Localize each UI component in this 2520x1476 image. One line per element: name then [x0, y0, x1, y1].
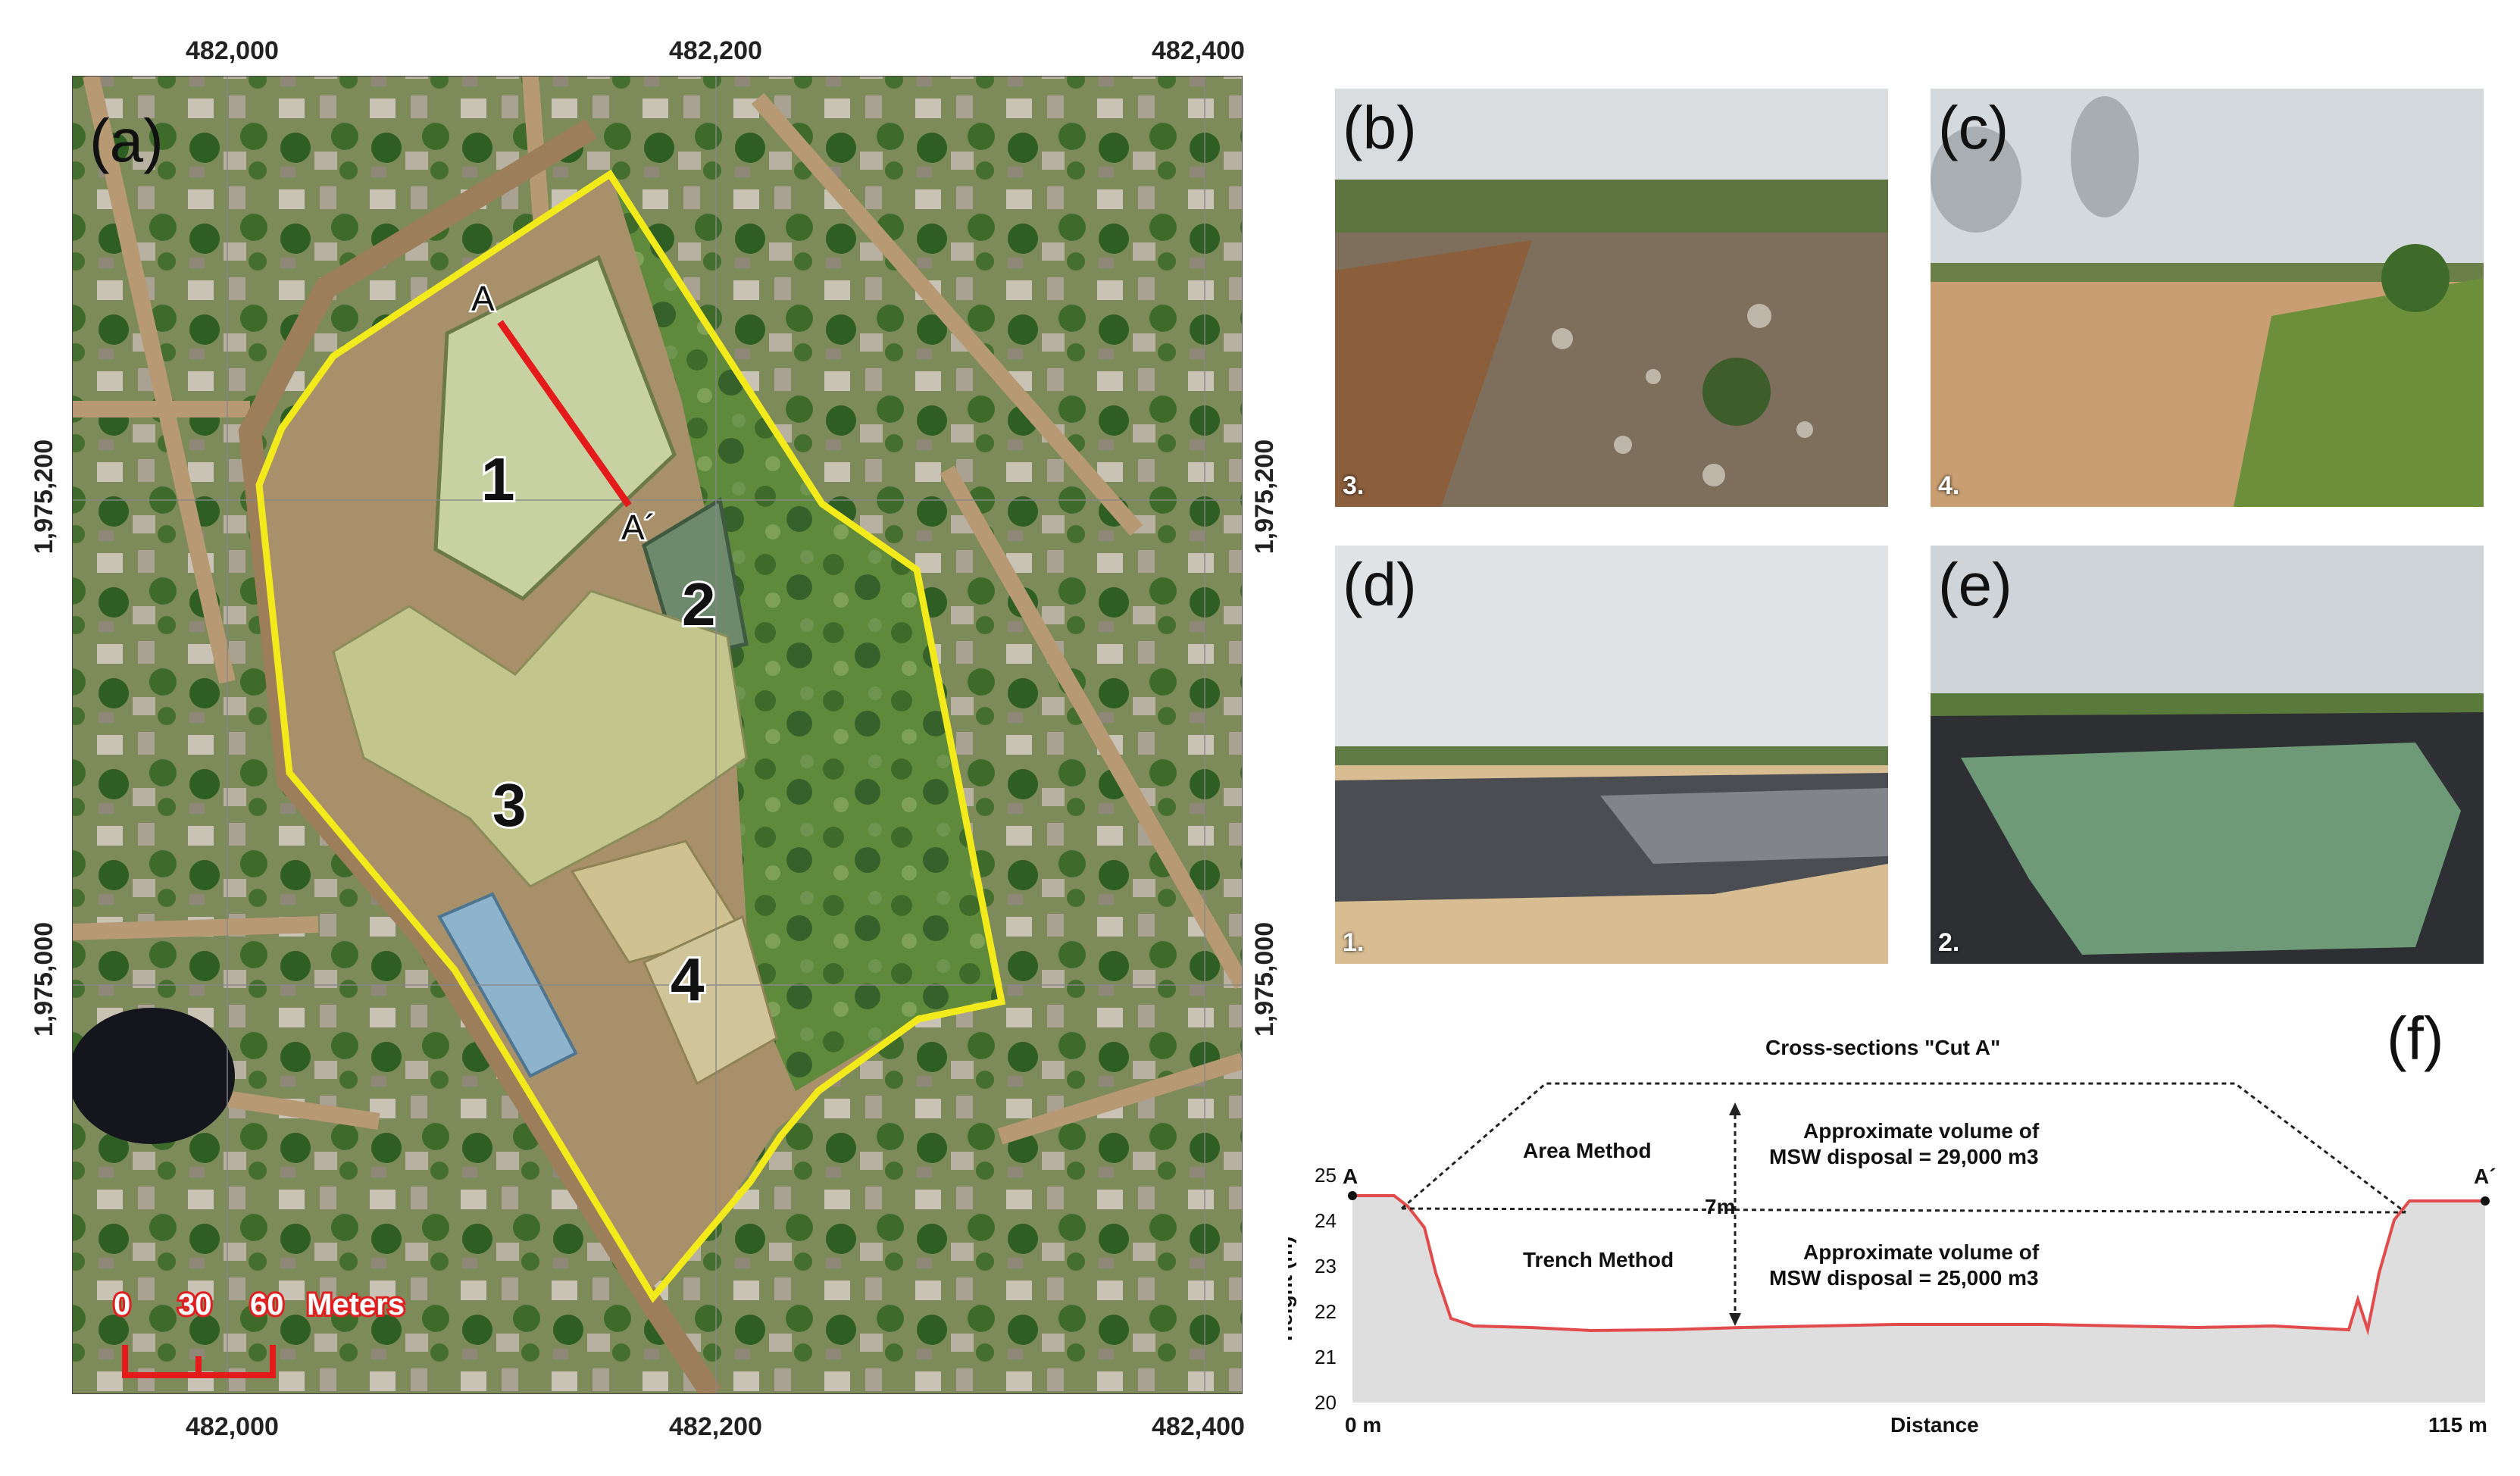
photo-b-label: (b) [1343, 94, 1417, 161]
area-volume-line1: Approximate volume of [1803, 1119, 2040, 1143]
cell-4b [643, 915, 778, 1086]
photo-c: (c) 4. [1931, 89, 2484, 507]
x-end-label: 115 m [2428, 1413, 2487, 1437]
y-tick-23: 23 [1315, 1255, 1337, 1277]
site-label-1: 1 [481, 446, 515, 513]
cell-1 [433, 255, 677, 602]
point-a-prime-label: A´ [621, 508, 656, 547]
photo-c-image [1931, 89, 2484, 507]
photo-e: (e) 2. [1931, 546, 2484, 964]
x-axis-label: Distance [1890, 1413, 1979, 1437]
profile-ground-fill [1352, 1196, 2485, 1403]
left-y-label-2: 1,975,000 [30, 921, 59, 1037]
map-panel: 482,000 482,200 482,400 482,000 482,200 … [30, 36, 1280, 1441]
area-method-label: Area Method [1523, 1139, 1652, 1162]
bottom-x-label-2: 482,200 [669, 1412, 762, 1441]
site-label-4: 4 [671, 946, 705, 1013]
photo-b: (b) 3. [1335, 89, 1888, 507]
photo-d-image [1335, 546, 1888, 964]
point-a-label: A [471, 279, 495, 318]
depth-arrow-head-bottom [1729, 1313, 1741, 1326]
photo-e-image [1931, 546, 2484, 964]
right-y-label-1: 1,975,200 [1250, 439, 1280, 555]
scale-unit: Meters [307, 1288, 405, 1321]
scale-bar-line [122, 1345, 276, 1378]
area-method-outline [1401, 1082, 2406, 1214]
x-start-label: 0 m [1345, 1413, 1381, 1437]
profile-title: Cross-sections "Cut A" [1765, 1036, 2000, 1059]
scale-bar: 0 30 60 Meters [111, 1286, 407, 1378]
y-tick-20: 20 [1315, 1391, 1337, 1414]
photo-c-label: (c) [1938, 94, 2009, 161]
right-y-label-2: 1,975,000 [1250, 921, 1280, 1037]
y-tick-22: 22 [1315, 1300, 1337, 1323]
photo-c-caption: 4. [1938, 471, 1960, 500]
photo-b-caption: 3. [1343, 471, 1365, 500]
point-a-marker [1348, 1191, 1357, 1200]
scale-tick-0: 0 [114, 1288, 130, 1321]
profile-end-label: A´ [2474, 1165, 2497, 1188]
y-tick-24: 24 [1315, 1209, 1337, 1232]
y-axis-label: Height (m) [1288, 1237, 1296, 1341]
top-x-label-1: 482,000 [186, 36, 279, 65]
site-label-3: 3 [492, 771, 527, 839]
panel-label-a: (a) [89, 107, 164, 174]
scale-tick-60: 60 [250, 1288, 284, 1321]
cut-line [497, 320, 632, 508]
photo-d-label: (d) [1343, 551, 1417, 618]
top-x-label-2: 482,200 [669, 36, 762, 65]
photo-d-caption: 1. [1343, 928, 1365, 957]
area-volume-line2: MSW disposal = 29,000 m3 [1769, 1145, 2039, 1168]
photo-e-caption: 2. [1938, 928, 1960, 957]
bottom-x-label-1: 482,000 [186, 1412, 279, 1441]
cell-3 [332, 589, 748, 888]
satellite-map: A A´ 1 2 3 4 0 30 60 Meters [72, 76, 1243, 1394]
top-x-label-3: 482,400 [1152, 36, 1245, 65]
landfill-boundary [255, 169, 1006, 1303]
main-road [238, 119, 722, 1394]
trench-method-label: Trench Method [1523, 1248, 1674, 1271]
cross-section-profile: Cross-sections "Cut A" 7m Area Method Tr… [1288, 1036, 2497, 1437]
profile-line [1352, 1194, 2485, 1336]
profile-start-label: A [1343, 1165, 1358, 1188]
scale-tick-30: 30 [178, 1288, 212, 1321]
site-label-2: 2 [682, 571, 716, 638]
depth-arrow-head-top [1729, 1102, 1741, 1115]
left-y-label-1: 1,975,200 [30, 439, 59, 555]
pond [72, 1008, 235, 1144]
photo-b-image [1335, 89, 1888, 507]
bottom-x-label-3: 482,400 [1152, 1412, 1245, 1441]
photo-d: (d) 1. [1335, 546, 1888, 964]
y-tick-25: 25 [1315, 1164, 1337, 1187]
panel-label-f: (f) [2387, 1005, 2444, 1072]
y-tick-21: 21 [1315, 1346, 1337, 1368]
trench-volume-line1: Approximate volume of [1803, 1240, 2040, 1264]
photo-e-label: (e) [1938, 551, 2012, 618]
grid-lines [72, 76, 1243, 1394]
point-a-prime-marker [2481, 1196, 2490, 1206]
vegetation-area [610, 170, 1000, 1091]
depth-label: 7m [1705, 1195, 1735, 1218]
trench-volume-line2: MSW disposal = 25,000 m3 [1769, 1266, 2039, 1290]
